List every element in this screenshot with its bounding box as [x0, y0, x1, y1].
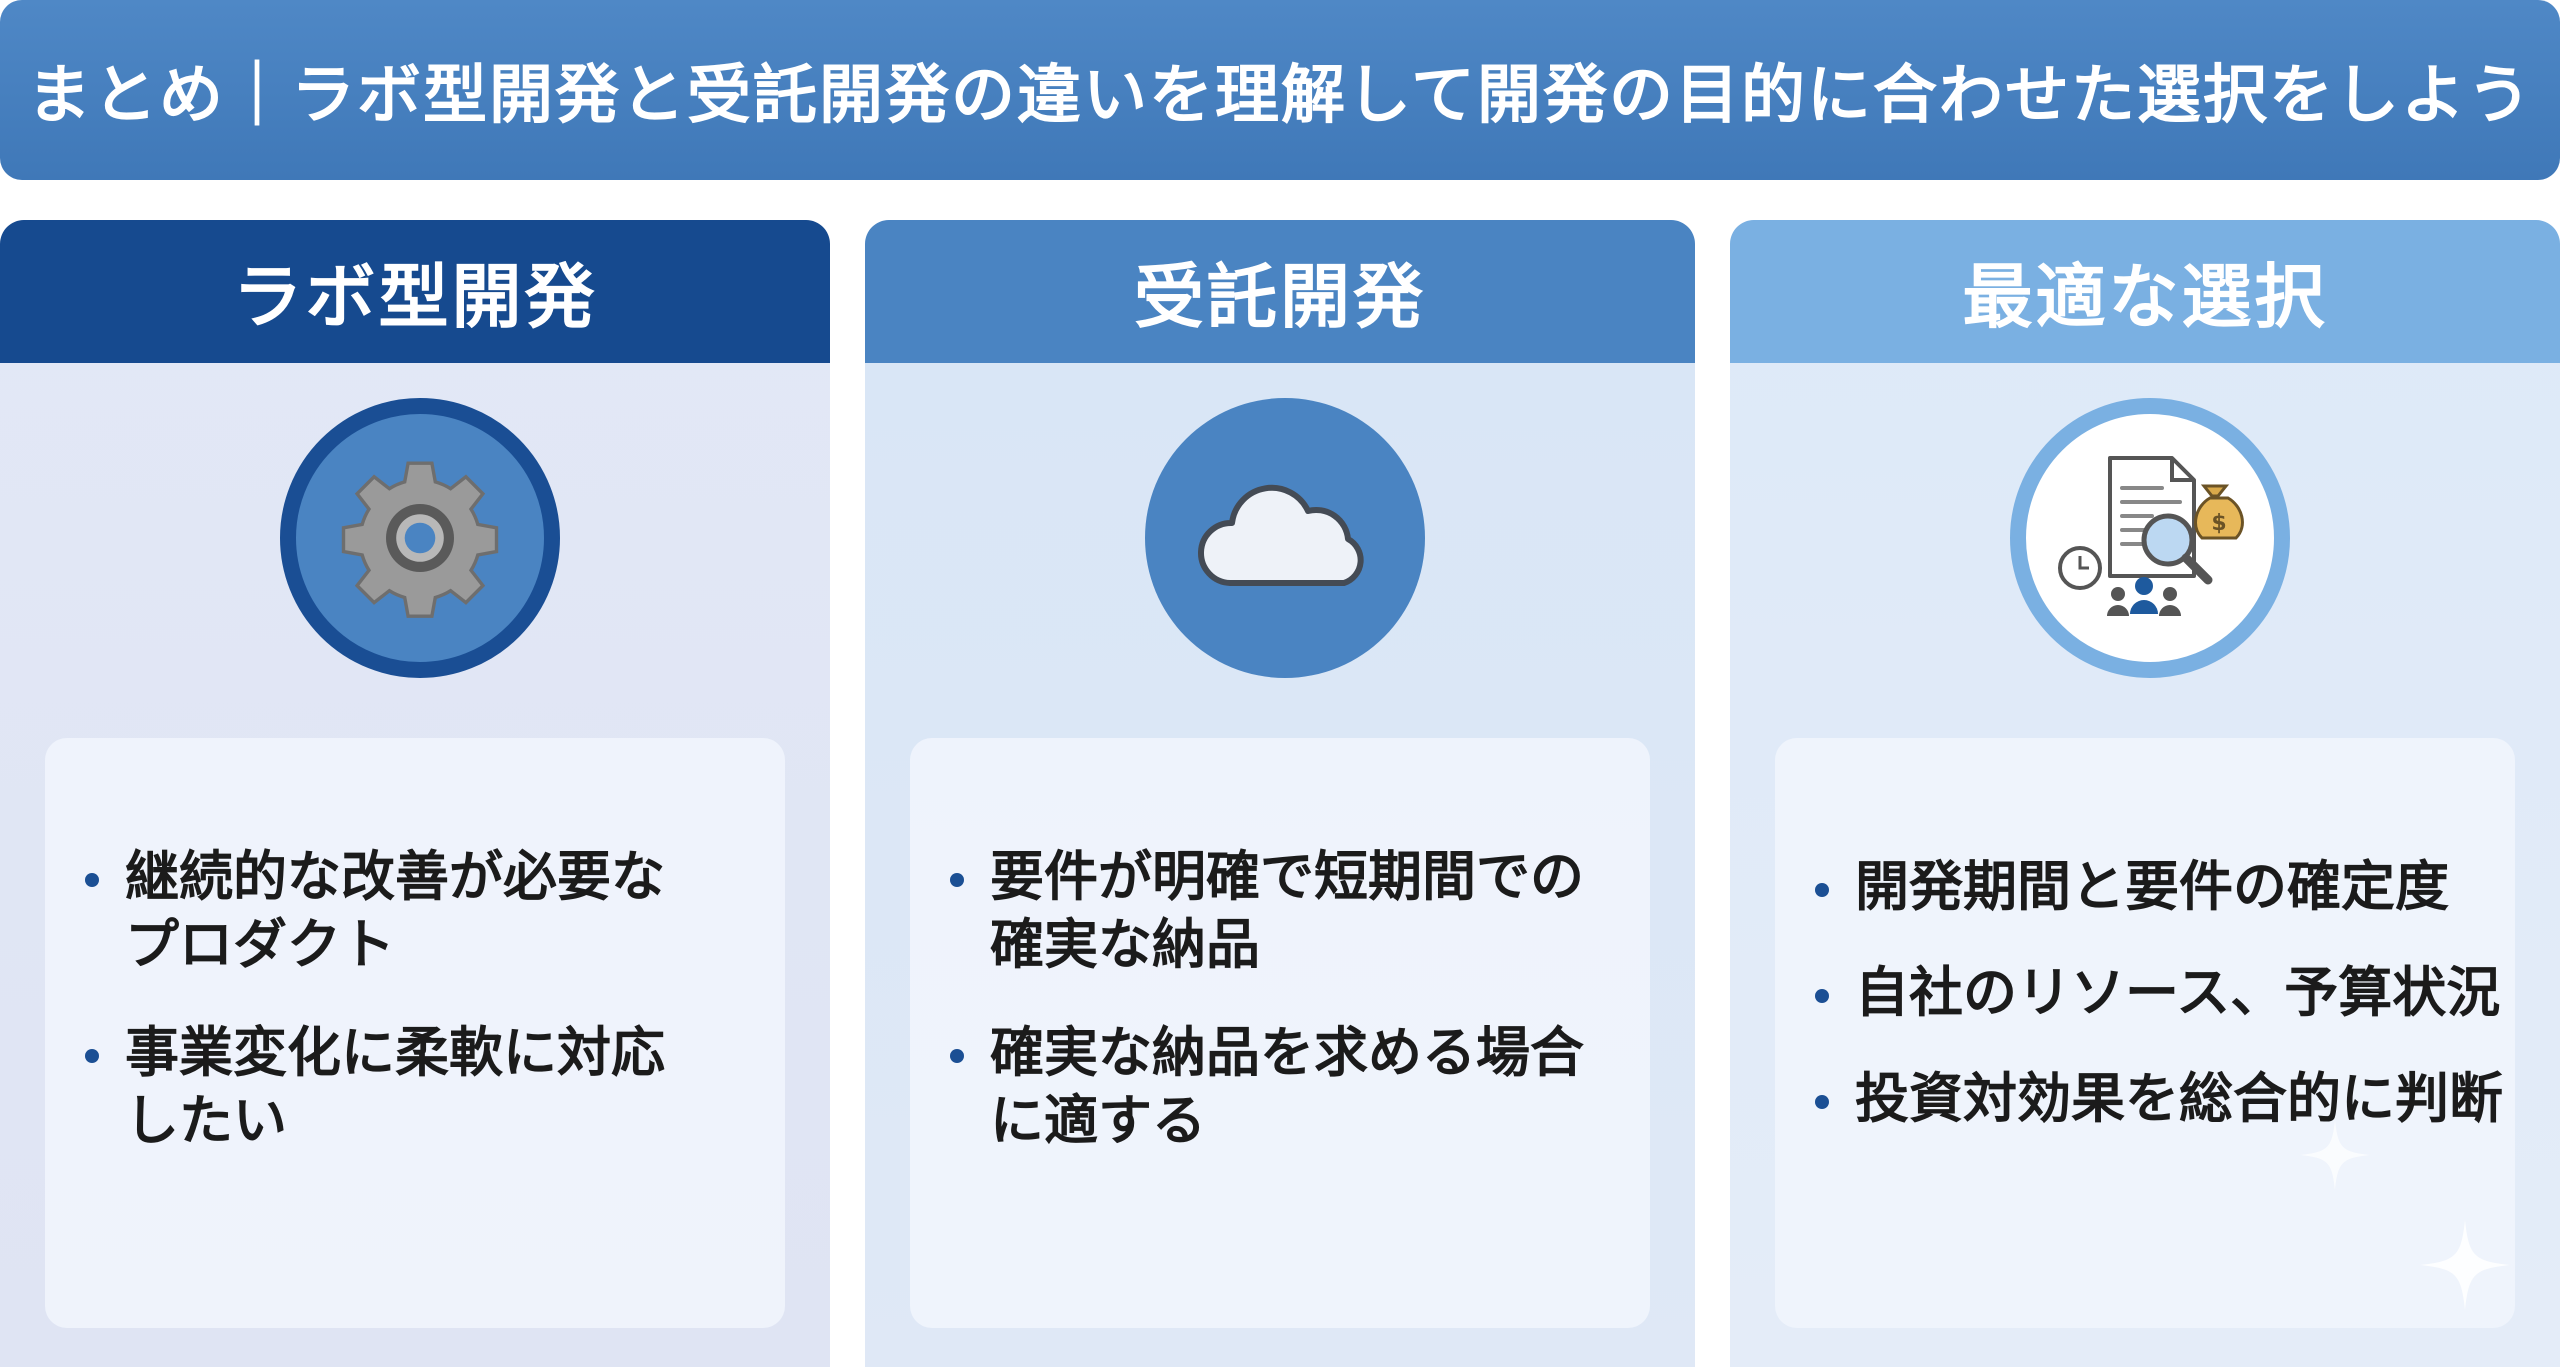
- contract-development-column: 受託開発 要件が明確で短期間での確実な納品 確実な納品を求める場合に適する: [865, 220, 1695, 1367]
- bullet-dot: [1815, 989, 1829, 1003]
- optimal-choice-card: 開発期間と要件の確定度 自社のリソース、予算状況 投資対効果を総合的に判断: [1775, 738, 2515, 1328]
- document-analysis-icon-badge: $: [2010, 398, 2290, 678]
- bullet-dot: [1815, 1095, 1829, 1109]
- gear-icon-badge: [280, 398, 560, 678]
- list-item: 要件が明確で短期間での確実な納品: [950, 843, 1620, 979]
- svg-text:$: $: [2211, 511, 2226, 536]
- sparkle-icon: [2300, 1120, 2370, 1190]
- lab-development-title: ラボ型開発: [232, 256, 598, 338]
- summary-banner: まとめ｜ラボ型開発と受託開発の違いを理解して開発の目的に合わせた選択をしよう: [0, 0, 2560, 180]
- bullet-text: 自社のリソース、予算状況: [1855, 961, 2501, 1024]
- list-item: 確実な納品を求める場合に適する: [950, 1019, 1620, 1155]
- bullet-text: 事業変化に柔軟に対応したい: [125, 1021, 665, 1152]
- bullet-text: 開発期間と要件の確定度: [1855, 855, 2449, 918]
- document-analysis-icon: $: [2058, 456, 2244, 616]
- bullet-dot: [950, 873, 964, 887]
- bullet-dot: [85, 873, 99, 887]
- lab-development-column: ラボ型開発 継続的な改善が必要なプロダクト 事業変化に柔軟に対応したい: [0, 220, 830, 1367]
- bullet-text: 継続的な改善が必要なプロダクト: [125, 845, 665, 976]
- optimal-choice-title: 最適な選択: [1962, 256, 2328, 338]
- lab-development-header: ラボ型開発: [0, 220, 830, 363]
- cloud-icon-badge: [1145, 398, 1425, 678]
- bullet-dot: [950, 1049, 964, 1063]
- contract-development-card: 要件が明確で短期間での確実な納品 確実な納品を求める場合に適する: [910, 738, 1650, 1328]
- cloud-icon: [1198, 484, 1364, 586]
- sparkle-icon: [2420, 1220, 2510, 1310]
- banner-title: まとめ｜ラボ型開発と受託開発の違いを理解して開発の目的に合わせた選択をしよう: [26, 59, 2534, 133]
- contract-development-title: 受託開発: [1134, 256, 1426, 338]
- optimal-choice-column: 最適な選択 $: [1730, 220, 2560, 1367]
- bullet-text: 要件が明確で短期間での確実な納品: [990, 845, 1584, 976]
- list-item: 事業変化に柔軟に対応したい: [85, 1019, 755, 1155]
- bullet-dot: [1815, 883, 1829, 897]
- bullet-text: 確実な納品を求める場合に適する: [990, 1021, 1584, 1152]
- list-item: 自社のリソース、予算状況: [1815, 959, 2500, 1027]
- bullet-text: 投資対効果を総合的に判断: [1855, 1067, 2503, 1130]
- list-item: 投資対効果を総合的に判断: [1815, 1065, 2503, 1133]
- contract-development-header: 受託開発: [865, 220, 1695, 363]
- lab-development-card: 継続的な改善が必要なプロダクト 事業変化に柔軟に対応したい: [45, 738, 785, 1328]
- list-item: 継続的な改善が必要なプロダクト: [85, 843, 755, 979]
- gear-icon: [341, 461, 499, 618]
- bullet-dot: [85, 1049, 99, 1063]
- optimal-choice-header: 最適な選択: [1730, 220, 2560, 363]
- list-item: 開発期間と要件の確定度: [1815, 853, 2485, 921]
